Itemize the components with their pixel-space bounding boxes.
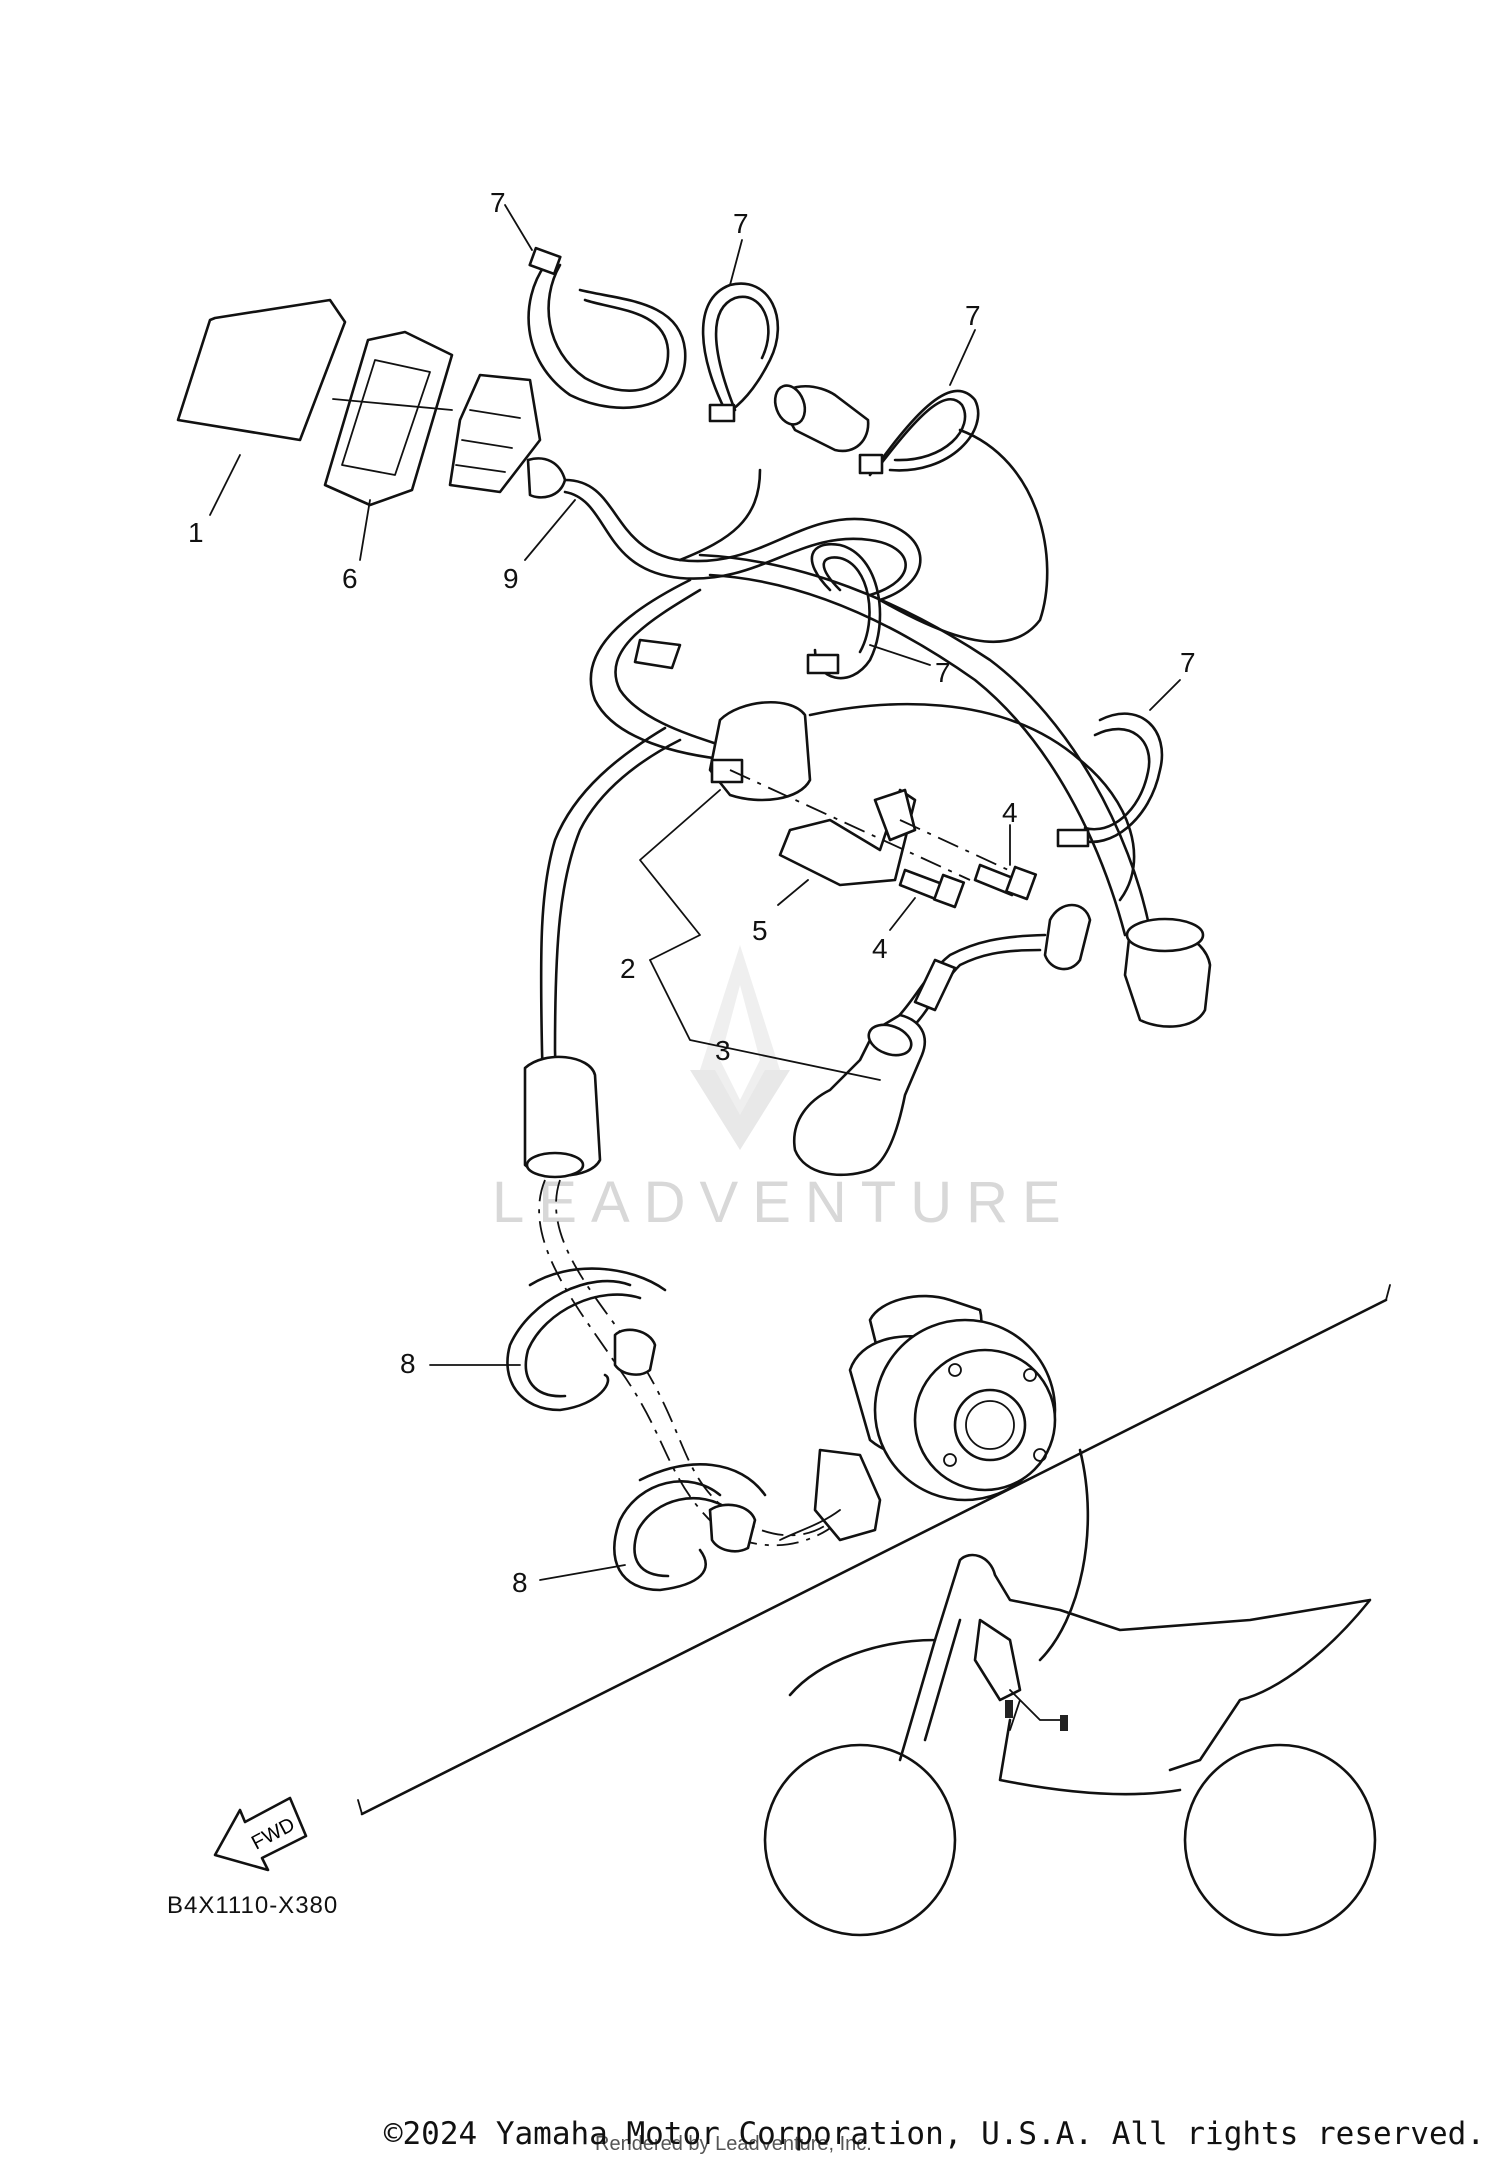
callout-2[interactable]: 2 (620, 953, 636, 984)
part-2-ignition-coil[interactable] (708, 700, 1136, 902)
part-7-clamp-b[interactable] (701, 282, 780, 423)
callout-4-a[interactable]: 4 (1002, 797, 1018, 828)
section-divider (360, 1298, 1388, 1816)
part-3-spark-plug-cap[interactable] (792, 933, 1047, 1177)
callout-1[interactable]: 1 (188, 517, 204, 548)
part-4-bolt-b[interactable] (898, 868, 966, 909)
motorcycle-locator (763, 1553, 1377, 1937)
rubber-boot[interactable] (1043, 903, 1212, 1028)
callout-4-b[interactable]: 4 (872, 933, 888, 964)
callout-3[interactable]: 3 (715, 1035, 731, 1066)
stator-assembly[interactable] (779, 1294, 1057, 1542)
leadventure-logo-icon (690, 945, 790, 1150)
part-9-wire-harness[interactable] (563, 428, 1152, 937)
callout-7-c[interactable]: 7 (965, 300, 981, 331)
part-6-rubber-holder[interactable] (323, 330, 454, 507)
part-4-bolt-a[interactable] (973, 863, 1038, 901)
temperature-sensor[interactable] (770, 381, 870, 453)
part-8-band-a[interactable] (506, 1267, 667, 1412)
callout-8-a[interactable]: 8 (400, 1348, 416, 1379)
callout-8-b[interactable]: 8 (512, 1567, 528, 1598)
callout-6[interactable]: 6 (342, 563, 358, 594)
part-7-clamp-e[interactable] (1056, 712, 1164, 848)
callout-7-e[interactable]: 7 (1180, 647, 1196, 678)
part-7-clamp-d[interactable] (806, 542, 882, 680)
part-7-clamp-a[interactable] (527, 246, 687, 410)
part-5-coil-bracket[interactable] (778, 788, 917, 887)
watermark-text: LEADVENTURE (492, 1170, 1075, 1235)
callout-7-b[interactable]: 7 (733, 208, 749, 239)
callout-9[interactable]: 9 (503, 563, 519, 594)
copyright-notice: ©2024 Yamaha Motor Corporation, U.S.A. A… (383, 2116, 1485, 2152)
leader-lines (209, 204, 1181, 1581)
credit-text: Rendered by LeadVenture, Inc. (595, 2133, 872, 2155)
callout-7-d[interactable]: 7 (935, 657, 951, 688)
fwd-arrow-icon: FWD (213, 1796, 308, 1872)
stator-lead[interactable] (523, 726, 841, 1547)
part-8-band-b[interactable] (613, 1463, 767, 1592)
diagram-code: B4X1110-X380 (167, 1892, 338, 1919)
callout-5[interactable]: 5 (752, 915, 768, 946)
part-1-cdi-unit[interactable] (176, 298, 347, 442)
harness-connector[interactable] (448, 373, 567, 499)
part-7-clamp-c[interactable] (858, 389, 980, 477)
callout-7-a[interactable]: 7 (490, 187, 506, 218)
